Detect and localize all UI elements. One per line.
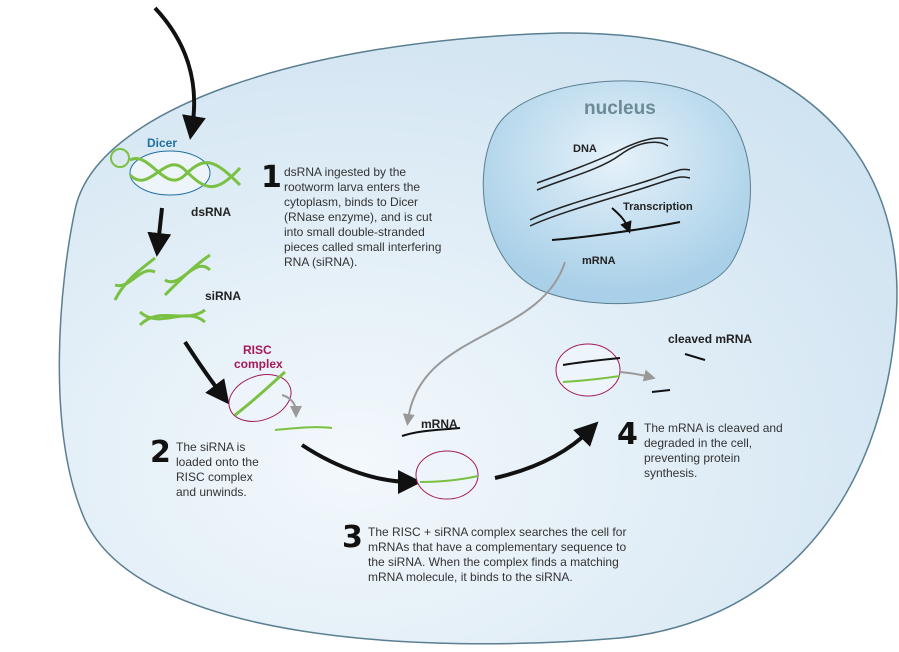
- cyto-mrna: [401, 427, 461, 437]
- complex-label: complex: [234, 357, 283, 371]
- step-1-number: 1: [261, 160, 282, 195]
- risc-label: RISC: [243, 343, 272, 357]
- entry-arrow: [153, 6, 206, 140]
- binding-complex-graphic: [415, 450, 479, 500]
- mrna-export-path: [402, 261, 566, 426]
- dicer-dsrna-graphic: [110, 148, 242, 196]
- cleavage-complex-graphic: [555, 343, 706, 397]
- step-3-text: The RISC + siRNA complex searches the ce…: [368, 525, 627, 584]
- down-arrow: [147, 207, 172, 257]
- dna-graphic: [529, 137, 691, 241]
- step-4-number: 4: [617, 417, 638, 452]
- dna-label: DNA: [573, 143, 597, 155]
- arrow-to-risc: [183, 340, 230, 405]
- step-4-text: The mRNA is cleaved and degraded in the …: [644, 421, 783, 480]
- cleaved-mrna-label: cleaved mRNA: [668, 332, 753, 346]
- step-2-text: The siRNA is loaded onto the RISC comple…: [176, 440, 259, 499]
- sirna-label: siRNA: [205, 289, 242, 303]
- nucleus-mrna-label: mRNA: [582, 255, 616, 267]
- sirna-graphic: [113, 253, 212, 327]
- nucleus: [482, 80, 751, 305]
- step-2-number: 2: [150, 435, 171, 470]
- nucleus-title: nucleus: [584, 98, 656, 119]
- arrow-to-binding: [300, 443, 422, 494]
- dicer-label: Dicer: [147, 136, 178, 150]
- arrow-to-cleavage: [494, 421, 599, 480]
- risc-complex-graphic: [228, 370, 333, 431]
- step-1-text: dsRNA ingested by the rootworm larva ent…: [284, 165, 442, 269]
- step-3-number: 3: [342, 520, 363, 555]
- cyto-mrna-label: mRNA: [421, 417, 458, 431]
- dsrna-label: dsRNA: [191, 205, 232, 219]
- transcription-label: Transcription: [623, 201, 693, 213]
